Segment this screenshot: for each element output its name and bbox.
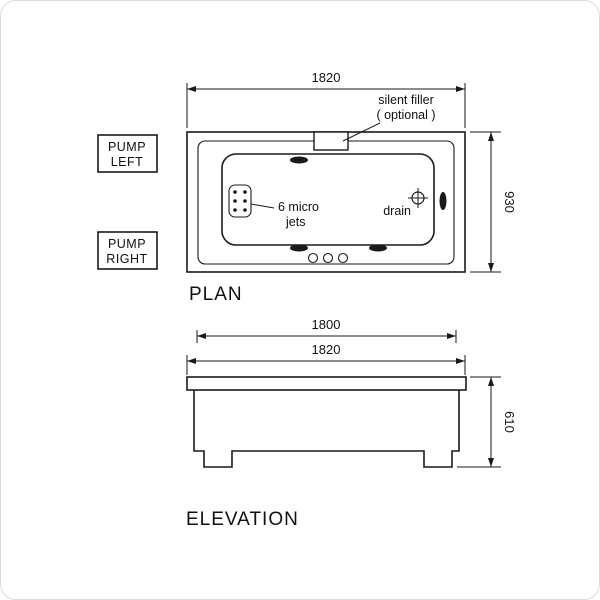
leader-line: [342, 122, 381, 142]
micro-jets-label: 6 micro jets: [278, 200, 319, 229]
elevation-dimension-inner-width: 1800: [196, 317, 457, 343]
arrow-right-icon: [447, 333, 456, 339]
jet-bottom-left: [290, 244, 308, 252]
tub-basin: [221, 153, 435, 246]
plan-title: PLAN: [189, 284, 243, 305]
micro-jets-cluster: [228, 184, 252, 218]
plan-width-value: 1820: [312, 70, 341, 85]
arrow-right-icon: [456, 86, 465, 92]
silent-filler-fitting: [313, 131, 349, 151]
arrow-down-icon: [488, 263, 494, 272]
silent-filler-label: silent filler ( optional ): [376, 93, 435, 122]
tub-rim-profile: [186, 376, 467, 391]
svg-text:LEFT: LEFT: [111, 155, 144, 169]
svg-text:RIGHT: RIGHT: [106, 252, 147, 266]
elevation-dimension-outer-width: 1820: [186, 342, 466, 375]
svg-text:PUMP: PUMP: [108, 237, 146, 251]
svg-text:silent filler: silent filler: [378, 93, 434, 107]
arrow-left-icon: [187, 358, 196, 364]
drain-symbol: [408, 188, 428, 208]
plan-depth-value: 930: [502, 191, 517, 213]
svg-text:PUMP: PUMP: [108, 140, 146, 154]
jet-right: [439, 192, 447, 210]
arrow-up-icon: [488, 377, 494, 386]
svg-text:jets: jets: [285, 215, 305, 229]
micro-jets-plate: [228, 184, 252, 218]
elevation-outer-width-value: 1820: [312, 342, 341, 357]
elevation-height-value: 610: [502, 411, 517, 433]
pump-right-box: PUMP RIGHT: [97, 231, 158, 270]
arrow-down-icon: [488, 458, 494, 467]
plan-dimension-depth: 930: [470, 131, 517, 273]
jet-bottom-right: [369, 244, 387, 252]
arrow-left-icon: [187, 86, 196, 92]
elevation-title: ELEVATION: [186, 509, 299, 530]
arrow-left-icon: [197, 333, 206, 339]
tub-skirt-profile: [193, 390, 460, 468]
jet-top: [290, 156, 308, 164]
arrow-right-icon: [456, 358, 465, 364]
drain-label: drain: [383, 204, 411, 218]
leader-line: [250, 203, 275, 209]
pump-left-box: PUMP LEFT: [97, 134, 158, 173]
svg-text:6 micro: 6 micro: [278, 200, 319, 214]
elevation-view: 1800 1820 610 ELEVATION: [186, 317, 517, 530]
svg-text:( optional ): ( optional ): [376, 108, 435, 122]
elevation-inner-width-value: 1800: [312, 317, 341, 332]
overflow-holes: [307, 252, 349, 264]
arrow-up-icon: [488, 132, 494, 141]
plan-dimension-width: 1820: [186, 70, 466, 128]
elevation-dimension-height: 610: [457, 376, 517, 468]
plan-view: 1820 930 silent filler ( optional ): [97, 70, 517, 305]
